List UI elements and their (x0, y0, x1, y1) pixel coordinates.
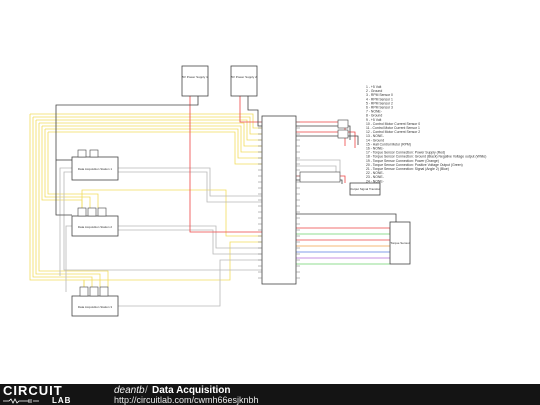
daq-station-3-label: Data Acquisition Station 3 (78, 305, 113, 309)
schematic-canvas: 5V Power Supply 1 5V Power Supply 2 Data… (29, 65, 486, 317)
circuit-url[interactable]: http://circuitlab.com/cwmh66esjknbh (114, 395, 259, 405)
pinout-line: 24 - NONE- (366, 179, 384, 183)
pinout-line: 22 - NONE- (366, 171, 384, 175)
signal-transfer-label: Output Signal Transfer (350, 187, 380, 191)
resistor-block-1[interactable] (337, 119, 349, 129)
color-signal-wires (296, 233, 390, 265)
pinout-line: 14 - Ground (366, 138, 384, 142)
power-supply-2-box[interactable] (230, 65, 258, 97)
pinout-line: 10 - Control Motor Current Sensor 0 (366, 122, 420, 126)
pinout-line: 13 - NONE- (366, 134, 384, 138)
author-link[interactable]: deantb (114, 385, 145, 396)
pinout-line: 2 - Ground (366, 89, 382, 93)
pinout-line: 4 - RPM Sensor 1 (366, 97, 393, 101)
pinout-line: 9 - +5 Volt (366, 118, 381, 122)
pinout-line: 8 - Ground (366, 114, 382, 118)
power-supply-1-label: 5V Power Supply 1 (182, 75, 208, 79)
main-connector[interactable] (261, 115, 297, 285)
circuitlab-logo[interactable]: CIRCUIT (3, 383, 63, 398)
resistor-block-2[interactable] (337, 129, 349, 139)
pinout-line: 16 - NONE- (366, 147, 384, 151)
pinout-line: 12 - Control Motor Current Sensor 2 (366, 130, 420, 134)
power-supply-2-label: 5V Power Supply 2 (231, 75, 257, 79)
pinout-line: 18 - Torque Sensor Connection: Ground (B… (366, 155, 486, 159)
torque-sensor-box[interactable] (389, 221, 411, 265)
pinout-line: 20 - Torque Sensor Connection: Positive … (366, 163, 463, 167)
pinout-line: 15 - Hall Control Motor (RPM) (366, 142, 411, 146)
pinout-line: 6 - RPM Sensor 3 (366, 106, 393, 110)
pinout-line: 19 - Torque Sensor Connection: Power (Or… (366, 159, 439, 163)
logo-lab-text: LAB (52, 396, 72, 405)
circuit-title[interactable]: Data Acquisition (152, 385, 231, 396)
pinout-line: 11 - Control Motor Current Sensor 1 (366, 126, 420, 130)
resistor-block-3[interactable] (299, 171, 341, 183)
torque-sensor-label: Torque Sensor (390, 241, 410, 245)
pinout-line: 17 - Torque Sensor Connection: Power Sup… (366, 151, 445, 155)
pinout-line: 21 - Torque Sensor Connection: Signal (A… (366, 167, 449, 171)
pinout-line: 1 - +5 Volt (366, 85, 381, 89)
pinout-line: 7 - NONE- (366, 110, 382, 114)
footer-bar: CIRCUIT LAB deantb / Data Acquisition ht… (0, 384, 540, 405)
station-connector-tabs (77, 149, 109, 297)
daq-station-2-label: Data Acquisition Station 2 (78, 225, 113, 229)
pinout-line: 3 - RPM Sensor 0 (366, 93, 393, 97)
pinout-line: 5 - RPM Sensor 2 (366, 101, 393, 105)
daq-station-1-label: Data Acquisition Station 1 (78, 167, 113, 171)
connector-pins (258, 121, 300, 279)
signal-transfer-box[interactable] (349, 182, 381, 196)
power-supply-1-box[interactable] (181, 65, 209, 97)
grey-wires (59, 159, 341, 307)
logo-wave-icon (3, 398, 39, 404)
title-separator: / (145, 385, 148, 396)
pinout-line: 23 - NONE- (366, 175, 384, 179)
yellow-wires (29, 113, 262, 287)
